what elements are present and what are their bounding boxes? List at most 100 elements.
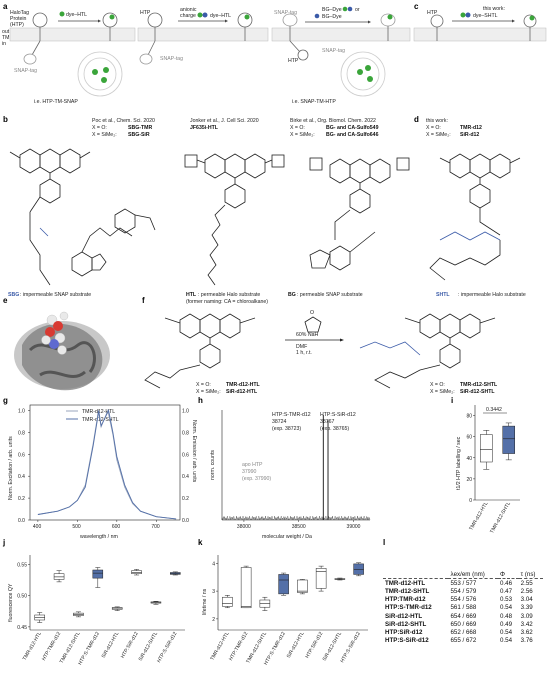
caption-sbg-bold: SBG	[8, 292, 19, 298]
table-cell: 0.53	[499, 596, 513, 604]
table-cell: 3.39	[520, 604, 533, 612]
caption-sbg: : impermeable SNAP substrate	[20, 292, 91, 298]
ligand-spheres-icon	[41, 311, 69, 355]
x-tick-label: 39000	[347, 524, 361, 530]
snap-tag4-label: SNAP-tag	[322, 48, 345, 54]
ref1-o: X = O:	[92, 125, 107, 131]
cell-circles-icon	[77, 51, 123, 97]
structure-shtl-right	[359, 313, 496, 389]
dye-htl-label: dye–HTL	[66, 12, 87, 18]
x-tick-label: HTP:TMR-d12	[41, 631, 62, 662]
box	[222, 596, 233, 607]
htp2-label: HTP	[140, 10, 151, 16]
ref3-si: X = SiMe₂:	[290, 132, 315, 138]
d-si-val: SiR-d12	[460, 132, 479, 138]
out-label: out	[2, 29, 10, 35]
g-ylabel-left: Norm. Excitation / arb. units	[8, 436, 14, 500]
caption-shtl-s: SHTL	[436, 292, 450, 298]
y-tick-label: 40	[466, 456, 472, 462]
x-tick-label: 38500	[292, 524, 306, 530]
right-si-val: SiR-d12-SHTL	[460, 389, 495, 395]
panel-label-i: i	[451, 396, 453, 405]
membrane-3	[271, 27, 411, 42]
table-cell: 652 / 668	[450, 628, 477, 636]
table-cell: 2.55	[520, 579, 533, 587]
y-tick-label: 4	[212, 561, 215, 567]
plot-area	[29, 404, 181, 521]
box	[315, 568, 327, 589]
x-tick-label: TMR-d12-HTL	[209, 631, 230, 662]
apo-label: apo HTP	[242, 462, 263, 468]
x-tick-label: 38000	[237, 524, 251, 530]
arrow-icon	[58, 19, 101, 23]
htp-protein-icon	[32, 12, 48, 41]
arrow-icon	[178, 19, 228, 23]
table-cell: 3.09	[520, 612, 533, 620]
x-tick-label: 700	[151, 524, 160, 530]
peak1-val: 38724	[272, 419, 287, 425]
panel-label-c: c	[414, 2, 419, 11]
bg-dye2-label: BG–Dye	[322, 14, 342, 20]
reagent-2: DMF	[296, 344, 307, 350]
ref2: Jonker et al., J. Cell Sci. 2020	[190, 118, 259, 124]
sultone-icon: O	[304, 310, 322, 333]
dye-icon	[314, 13, 320, 19]
x-tick-label: HTP:SiR-d12	[120, 631, 140, 660]
h-xlabel: molecular weight / Da	[262, 534, 312, 540]
right-si: X = SiMe₂:	[430, 389, 455, 395]
peak1-exp: (exp. 38723)	[272, 426, 301, 432]
x-tick-label: 400	[33, 524, 42, 530]
panel-d-structure: this work: X = O: TMR-d12 X = SiMe₂: SiR…	[426, 118, 526, 298]
x-tick-label: SiR-d12-SHTL	[138, 631, 160, 662]
x-tick-label: HTP:TMR-d12	[228, 631, 249, 662]
peak2-val: 38767	[320, 419, 335, 425]
box	[92, 569, 104, 579]
svg-text:O: O	[310, 310, 314, 316]
y2-tick-label: 0.6	[182, 452, 189, 458]
panel-label-k: k	[198, 538, 203, 547]
table-cell: 554 / 579	[450, 587, 477, 595]
chart-spectra: Norm. Excitation / arb. units Norm. Emis…	[8, 404, 197, 540]
caption-htl-note: (former naming: CA = chloroalkane)	[186, 299, 268, 305]
structure-sbg	[9, 148, 156, 286]
y-tick-label: 0.50	[17, 594, 27, 600]
structure-shtl	[429, 153, 521, 281]
arrow-icon	[285, 338, 344, 342]
panel-f-reaction: X = O: TMR-d12-HTL X = SiMe₂: SiR-d12-HT…	[144, 310, 498, 395]
x-tick-label: SiR-d12-HTL	[286, 631, 306, 659]
y-tick-label: 0.2	[18, 496, 25, 502]
snap-tag3-label: SNAP-tag	[274, 10, 297, 16]
bg-dye-label: BG–Dye	[322, 7, 342, 13]
box	[170, 572, 181, 575]
panel-b-structures: Poc et al., Chem. Sci. 2020 X = O: SBG-T…	[8, 118, 410, 305]
htp-labelled-icon	[237, 12, 253, 41]
structure-htl-left	[144, 313, 256, 389]
y-tick-label: 60	[466, 435, 472, 441]
table-cell: 3.62	[520, 628, 533, 636]
apo-val: 37990	[242, 469, 257, 475]
y2-tick-label: 0.0	[182, 518, 189, 524]
in-label: in	[2, 41, 6, 47]
panel-label-d: d	[414, 115, 419, 124]
y-tick-label: 1.0	[18, 408, 25, 414]
ref1-si-val: SBG-SiR	[128, 132, 150, 138]
j-ylabel: fluorescence QY	[8, 583, 14, 622]
this-work-label: this work:	[483, 6, 505, 12]
series-line-1	[37, 409, 177, 520]
panel-labels: a c b d e f g h i j k l	[2, 2, 453, 547]
d-o: X = O:	[426, 125, 441, 131]
table-cell: HTP:S-SiR-d12	[385, 637, 429, 645]
snap-tag-label: SNAP-tag	[14, 68, 37, 74]
table-header-qy: Φ	[497, 570, 519, 580]
table-header-row: λex/em (nm) Φ τ (ns)	[383, 570, 543, 580]
ref2-val: JF635i-HTL	[190, 125, 219, 131]
right-o: X = O:	[430, 382, 445, 388]
